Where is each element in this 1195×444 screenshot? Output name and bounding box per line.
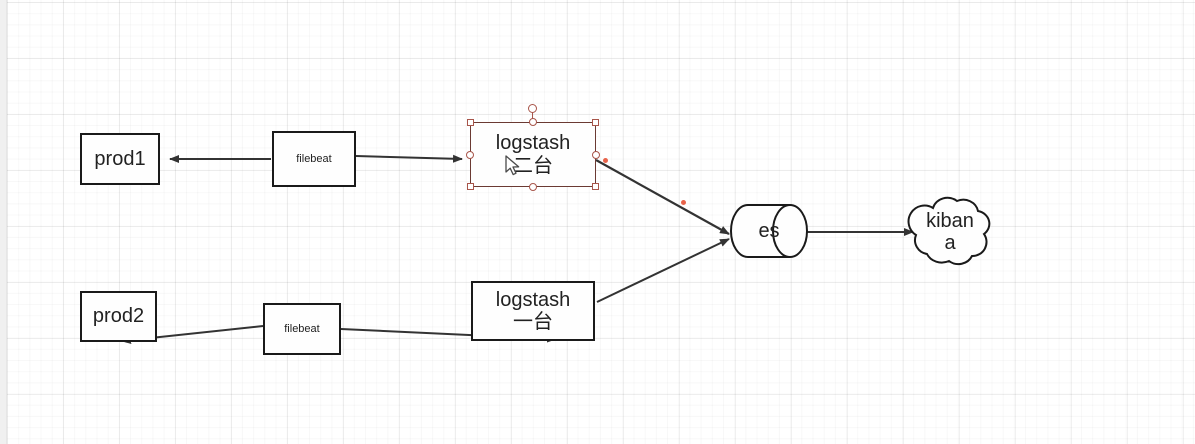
node-filebeat-2-label: filebeat: [284, 322, 320, 335]
resize-handle-w[interactable]: [466, 151, 474, 159]
resize-handle-n[interactable]: [529, 118, 537, 126]
edge-endpoint-marker-source[interactable]: [603, 158, 608, 163]
node-prod1-label: prod1: [94, 147, 146, 170]
resize-handle-s[interactable]: [529, 183, 537, 191]
node-filebeat-1-label: filebeat: [296, 152, 332, 165]
node-es-label: es: [758, 219, 780, 242]
resize-handle-se[interactable]: [592, 183, 599, 190]
node-filebeat-2[interactable]: filebeat: [263, 303, 341, 355]
node-logstash-two-label: logstash 二台: [495, 132, 571, 177]
resize-handle-ne[interactable]: [592, 119, 599, 126]
canvas-left-gutter: [0, 0, 7, 444]
node-logstash-one-label: logstash 一台: [495, 288, 571, 333]
resize-handle-sw[interactable]: [467, 183, 474, 190]
node-kibana-label: kiban a: [926, 209, 974, 254]
node-prod1[interactable]: prod1: [80, 133, 160, 185]
node-logstash-one[interactable]: logstash 一台: [471, 281, 595, 341]
resize-handle-nw[interactable]: [467, 119, 474, 126]
edge-midpoint-marker[interactable]: [681, 200, 686, 205]
rotate-handle[interactable]: [528, 104, 537, 113]
node-kibana-label-wrap: kiban a: [915, 200, 985, 264]
kibana-cloud-shape[interactable]: [907, 196, 991, 266]
node-prod2[interactable]: prod2: [80, 291, 157, 342]
node-filebeat-1[interactable]: filebeat: [272, 131, 356, 187]
node-prod2-label: prod2: [92, 305, 145, 328]
resize-handle-e[interactable]: [592, 151, 600, 159]
es-cylinder-cap: [772, 204, 791, 258]
rotate-handle-stem: [532, 110, 533, 123]
node-es-label-wrap: es: [733, 205, 805, 257]
